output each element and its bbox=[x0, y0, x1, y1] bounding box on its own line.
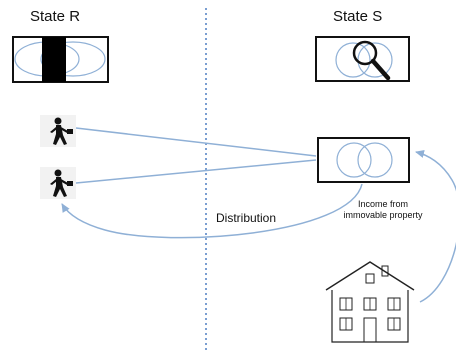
income-arrow bbox=[415, 150, 456, 303]
state-s-box bbox=[315, 36, 410, 82]
income-label-line2: immovable property bbox=[343, 210, 423, 220]
income-label: Income from immovable property bbox=[343, 199, 423, 221]
person-walking-icon bbox=[40, 167, 76, 199]
magnifier-icon bbox=[352, 40, 391, 81]
person-walking-icon bbox=[40, 115, 76, 147]
link-line-top bbox=[75, 127, 317, 157]
state-r-box bbox=[12, 36, 109, 83]
state-r-label: State R bbox=[30, 8, 81, 25]
income-label-line1: Income from bbox=[357, 199, 408, 209]
link-line-bottom bbox=[75, 159, 317, 184]
state-s-income-box bbox=[317, 137, 410, 183]
distribution-arrow bbox=[61, 183, 363, 239]
state-s-label: State S bbox=[333, 8, 383, 25]
house-icon bbox=[325, 261, 415, 343]
distribution-label: Distribution bbox=[216, 211, 277, 225]
black-block bbox=[42, 37, 66, 82]
